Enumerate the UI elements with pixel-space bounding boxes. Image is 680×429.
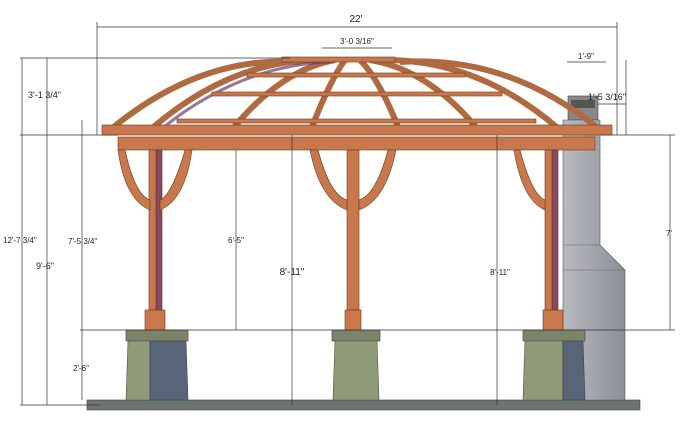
overall-width-label: 22' xyxy=(349,14,362,25)
pedestal-height-label: 2'-6" xyxy=(73,364,89,373)
dimension-lines xyxy=(20,22,675,406)
post-height-label: 7'-5 3/4" xyxy=(68,237,97,246)
pedestal-left xyxy=(125,329,189,401)
fireplace-height-label: 7' xyxy=(666,229,672,238)
ground-slab xyxy=(86,399,641,411)
post-left xyxy=(117,149,193,331)
post-center xyxy=(309,149,397,331)
top-ring-width-label: 3'-0 3/16" xyxy=(340,37,374,46)
brace-clearance-label: 6'-5" xyxy=(228,236,244,245)
roof-height-label: 3'-1 3/4" xyxy=(28,90,61,100)
pedestal-right xyxy=(522,329,586,401)
chimney-offset-label: 1'-5 3/16" xyxy=(588,92,626,102)
dome-roof xyxy=(101,56,613,151)
post-right xyxy=(513,149,564,331)
pedestal-center xyxy=(331,329,381,401)
center-clearance-label: 8'-11" xyxy=(280,267,305,278)
right-clearance-label: 8'-11" xyxy=(490,268,510,277)
overall-height-label: 12'-7 3/4" xyxy=(3,236,37,245)
chimney-width-label: 1'-9" xyxy=(578,52,594,61)
beam-height-label: 9'-6" xyxy=(36,261,54,271)
